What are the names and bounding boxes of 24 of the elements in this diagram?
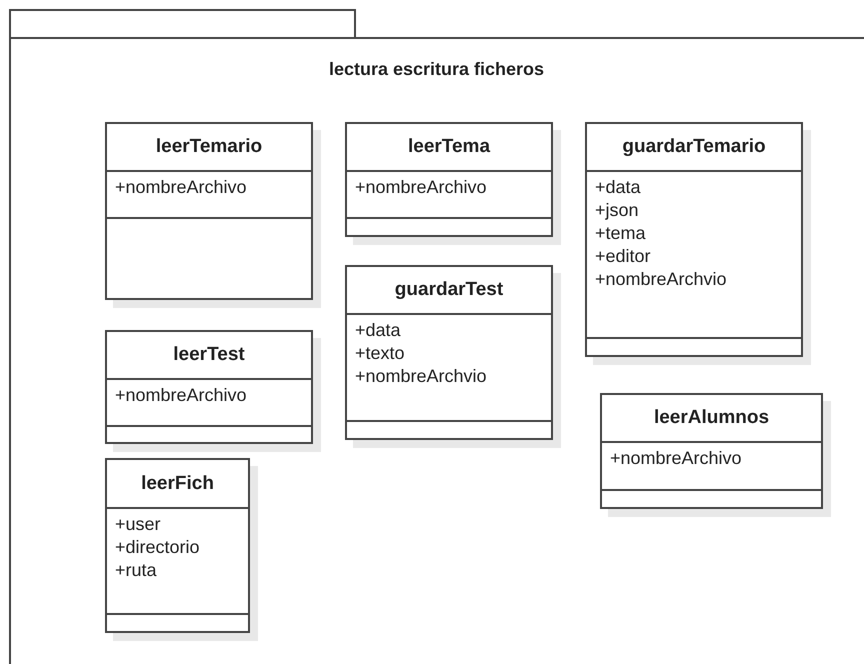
attribute-text: +user [115, 513, 161, 536]
attribute-text: +nombreArchivo [115, 384, 247, 407]
attribute-text: +data [595, 176, 641, 199]
class-name: leerAlumnos [654, 407, 770, 429]
class-name: guardarTemario [622, 136, 766, 158]
package-name: lectura escritura ficheros [328, 59, 546, 80]
attribute-text: +nombreArchivo [355, 176, 487, 199]
attribute-text: +nombreArchivo [115, 176, 247, 199]
attribute-text: +nombreArchvio [355, 365, 487, 388]
class-name: leerTemario [156, 136, 262, 158]
class-name: leerTema [408, 136, 490, 158]
class-name: guardarTest [394, 279, 504, 301]
attribute-text: +json [595, 199, 639, 222]
attribute-text: +editor [595, 245, 651, 268]
attribute-text: +tema [595, 222, 646, 245]
package-frame [9, 9, 864, 664]
attribute-text: +directorio [115, 536, 200, 559]
attribute-text: +texto [355, 342, 405, 365]
class-name: leerTest [173, 344, 245, 366]
class-name: leerFich [141, 472, 214, 494]
attribute-text: +data [355, 319, 401, 342]
attribute-text: +nombreArchivo [610, 447, 742, 470]
attribute-text: +nombreArchvio [595, 268, 727, 291]
attribute-text: +ruta [115, 559, 157, 582]
